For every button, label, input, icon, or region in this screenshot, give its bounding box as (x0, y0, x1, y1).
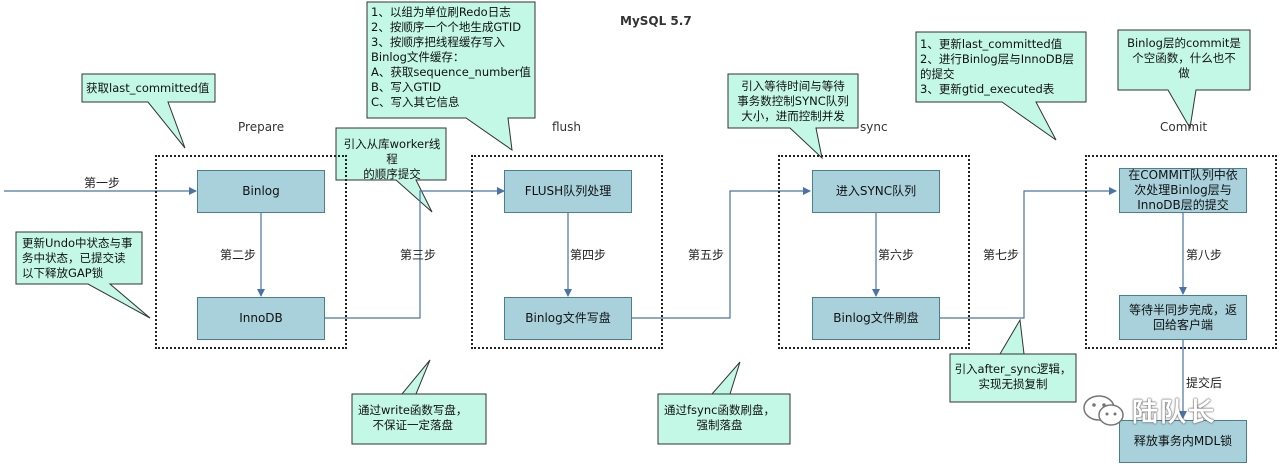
callout-undo-shape (15, 231, 151, 319)
stage-label-sync: sync (860, 120, 888, 134)
callout-line: 2、按顺序一个个地生成GTID (371, 20, 522, 34)
watermark: 陆队长 (1082, 392, 1216, 429)
callout-write: 通过write函数写盘， 不保证一定落盘 (358, 403, 467, 433)
callout-line: 务中状态，已提交读 (22, 251, 126, 265)
wechat-icon (1083, 394, 1124, 426)
step-label-3: 第三步 (400, 248, 437, 262)
callout-line: 实现无损复制 (978, 377, 1048, 391)
callout-after-sync-shape (949, 318, 1077, 403)
callout-line: 的顺序提交 (363, 167, 421, 181)
node-semi-sync-line: 等待半同步完成，返 (1128, 302, 1237, 317)
step-label-7: 第七步 (983, 248, 1020, 262)
stage-label-flush: flush (552, 120, 582, 134)
callout-last-committed: 获取last_committed值 (86, 81, 209, 96)
callout-flush-steps-shape (366, 1, 536, 152)
callout-line: 做 (1178, 66, 1190, 80)
callout-commit-steps-shape (915, 31, 1087, 141)
callout-line: B、写入GTID (371, 80, 442, 94)
watermark-text: 陆队长 (1132, 398, 1217, 428)
callout-fsync: 通过fsync函数刷盘， 强制落盘 (664, 403, 775, 433)
callout-line: 1、以组为单位刷Redo日志 (371, 5, 511, 19)
node-commit-queue: 在COMMIT队列中依 次处理Binlog层与 InnoDB层的提交 (1119, 168, 1247, 213)
callout-line: 1、更新last_committed值 (920, 37, 1063, 51)
callout-line: 3、更新gtid_executed表 (920, 82, 1055, 96)
callout-line: Binlog层的commit是 (1127, 36, 1241, 50)
callout-line: 强制落盘 (696, 418, 743, 432)
callout-fsync-shape (657, 361, 791, 445)
callout-line: 引入after_sync逻辑， (954, 362, 1072, 376)
step-label-6: 第六步 (878, 248, 915, 262)
callout-last-committed-shape (81, 73, 216, 149)
callout-commit-steps: 1、更新last_committed值 2、进行Binlog层与InnoDB层 … (920, 37, 1074, 97)
stage-box-prepare (155, 155, 347, 349)
step-label-1: 第一步 (84, 176, 121, 190)
node-binlog: Binlog (197, 170, 325, 213)
callout-line: 不保证一定落盘 (372, 418, 453, 432)
node-commit-queue-line: InnoDB层的提交 (1137, 198, 1229, 212)
arrow-step5 (632, 187, 811, 319)
arrow-step7 (940, 187, 1117, 319)
callout-line: 更新Undo中状态与事 (22, 236, 133, 250)
node-release-mdl: 释放事务内MDL锁 (1119, 420, 1247, 463)
callout-line: 引入从库worker线程 (343, 137, 441, 166)
callout-line: 个空函数，什么也不 (1132, 51, 1236, 65)
callout-line: 3、按顺序把线程缓存写入 (371, 35, 505, 49)
callout-flush-steps: 1、以组为单位刷Redo日志 2、按顺序一个个地生成GTID 3、按顺序把线程缓… (371, 5, 531, 110)
arrow-step3 (325, 187, 505, 319)
callout-line: 获取last_committed值 (86, 81, 210, 95)
callout-line: 引入等待时间与等待 (741, 79, 845, 93)
step-label-5: 第五步 (688, 248, 725, 262)
callout-line: 大小，进而控制并发 (741, 109, 845, 123)
node-binlog-write: Binlog文件写盘 (504, 297, 632, 340)
callout-sync-wait-shape (727, 73, 859, 160)
callout-after-sync: 引入after_sync逻辑， 实现无损复制 (954, 362, 1072, 392)
callout-write-shape (351, 359, 487, 445)
node-semi-sync: 等待半同步完成，返 回给客户端 (1119, 295, 1247, 340)
node-commit-queue-line: 次处理Binlog层与 (1134, 183, 1232, 197)
stage-label-commit: Commit (1160, 120, 1208, 134)
node-sync-queue: 进入SYNC队列 (812, 170, 940, 213)
node-innodb: InnoDB (197, 297, 325, 340)
node-commit-queue-line: 在COMMIT队列中依 (1128, 168, 1238, 182)
callout-line: 2、进行Binlog层与InnoDB层 (920, 52, 1074, 66)
callout-line: 以下释放GAP锁 (22, 266, 104, 280)
callout-line: 的提交 (920, 67, 955, 81)
node-binlog-fsync: Binlog文件刷盘 (812, 297, 940, 340)
stage-box-sync (778, 155, 970, 349)
callout-undo: 更新Undo中状态与事 务中状态，已提交读 以下释放GAP锁 (22, 236, 133, 281)
step-label-2: 第二步 (220, 248, 257, 262)
node-semi-sync-line: 回给客户端 (1152, 317, 1213, 332)
callout-worker: 引入从库worker线程 的顺序提交 (342, 137, 442, 182)
callout-line: 通过fsync函数刷盘， (664, 403, 775, 417)
stage-box-commit (1085, 155, 1277, 349)
step-label-after-commit: 提交后 (1186, 376, 1223, 390)
callout-sync-wait: 引入等待时间与等待 事务数控制SYNC队列 大小，进而控制并发 (732, 79, 854, 124)
step-label-8: 第八步 (1186, 248, 1223, 262)
node-flush-queue: FLUSH队列处理 (504, 170, 632, 213)
callout-line: C、写入其它信息 (371, 95, 460, 109)
callout-line: 事务数控制SYNC队列 (737, 94, 849, 108)
diagram-title: MySQL 5.7 (620, 14, 692, 28)
callout-line: 通过write函数写盘， (358, 403, 468, 417)
callout-empty-func: Binlog层的commit是 个空函数，什么也不 做 (1122, 36, 1246, 81)
callout-line: A、获取sequence_number值 (371, 65, 531, 79)
callout-empty-func-shape (1117, 29, 1251, 130)
callout-line: Binlog文件缓存： (371, 50, 465, 64)
step-label-4: 第四步 (570, 248, 607, 262)
stage-label-prepare: Prepare (238, 120, 285, 134)
stage-box-flush (471, 155, 663, 349)
